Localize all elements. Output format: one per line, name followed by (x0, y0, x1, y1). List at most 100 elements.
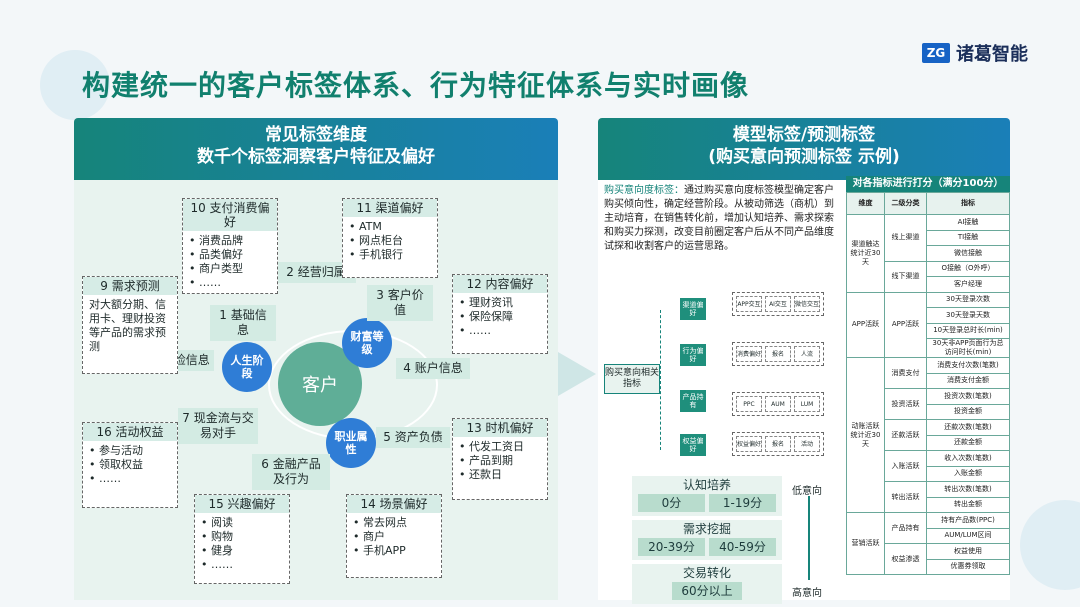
table-cell: 消费支付次数(笔数) (926, 357, 1010, 374)
table-row: 入账活跃收入次数(笔数) (847, 450, 1010, 482)
left-header-line1: 常见标签维度 (265, 125, 367, 145)
table-header: 二级分类 (884, 192, 927, 215)
intent-axis (808, 496, 810, 580)
tag-financial-products: 6 金融产品及行为 (252, 454, 330, 490)
brand-logo: ZG 诸葛智能 (922, 40, 1028, 66)
description-label: 购买意向度标签： (604, 185, 684, 196)
table-cell: TI接触 (926, 229, 1010, 246)
right-header-line2: (购买意向预测标签 示例) (708, 147, 900, 167)
table-cell: 还款活跃 (884, 419, 927, 451)
list-item: 还款日 (459, 468, 541, 482)
left-panel-header: 常见标签维度 数千个标签洞察客户特征及偏好 (74, 118, 558, 180)
wealth-level-circle: 财富等级 (342, 318, 392, 368)
list-item: 保险保障 (459, 310, 541, 324)
stage-title: 认知培养 (632, 476, 782, 494)
flow-connector (660, 310, 662, 450)
tag-basic-info: 1 基础信息 (210, 305, 276, 341)
table-cell: 30天登录次数 (926, 291, 1010, 308)
table-cell: 投资金额 (926, 403, 1010, 420)
list-item: 理财资讯 (459, 296, 541, 310)
scoring-table: 对各指标进行打分（满分100分） 维度 二级分类 指标 渠道触达统计近30天线上… (846, 176, 1010, 575)
arrow-right-icon (558, 352, 596, 396)
flow-leaf: 消费偏好 (736, 346, 762, 362)
flow-leaf: 人流 (794, 346, 820, 362)
right-header-line1: 模型标签/预测标签 (732, 125, 876, 145)
flow-node-channel: 渠道偏好 (680, 298, 706, 320)
tag-assets-liabilities: 5 资产负债 (376, 427, 450, 448)
flow-group-benefit: 权益偏好报名活动 (732, 432, 824, 456)
table-cell: 权益渗透 (884, 543, 927, 575)
list-item: 产品到期 (459, 454, 541, 468)
page-title: 构建统一的客户标签体系、行为特征体系与实时画像 (82, 69, 750, 102)
flow-leaf: 报名 (765, 436, 791, 452)
list-item: 健身 (201, 544, 283, 558)
score-range: 1-19分 (709, 494, 776, 512)
occupation-circle: 职业属性 (326, 418, 376, 468)
table-cell: 动账活跃统计近30天 (846, 357, 885, 513)
table-cell: 线下渠道 (884, 260, 927, 293)
left-header-line2: 数千个标签洞察客户特征及偏好 (197, 147, 435, 167)
table-cell: 10天登录总时长(min) (926, 322, 1010, 339)
table-cell: 客户经理 (926, 276, 1010, 293)
box-channel-preference: 11 渠道偏好 ATM网点柜台手机银行 (342, 198, 438, 278)
table-row: 营销活跃产品持有持有产品数(PPC) (846, 512, 1010, 575)
flow-group-behavior: 消费偏好报名人流 (732, 342, 824, 366)
list-item: 消费品牌 (189, 234, 271, 248)
list-item: 手机银行 (349, 248, 431, 262)
box-scene-preference: 14 场景偏好 常去网点商户手机APP (346, 494, 442, 578)
flow-leaf: AI交互 (765, 296, 791, 312)
list-item: …… (459, 324, 541, 338)
table-row: 转出活跃转出次数(笔数) (847, 481, 1010, 513)
table-row: 10天登录总时长(min) (847, 322, 1010, 339)
right-panel-header: 模型标签/预测标签 (购买意向预测标签 示例) (598, 118, 1010, 180)
table-row: 投资活跃投资次数(笔数) (847, 388, 1010, 420)
box-timing-preference: 13 时机偏好 代发工资日产品到期还款日 (452, 418, 548, 500)
table-header: 指标 (926, 192, 1010, 215)
score-range: 40-59分 (709, 538, 776, 556)
logo-text: 诸葛智能 (956, 44, 1028, 65)
list-item: …… (201, 558, 283, 572)
list-item: 常去网点 (353, 516, 435, 530)
box-activity-benefits: 16 活动权益 参与活动领取权益…… (82, 422, 178, 508)
intent-description: 购买意向度标签：通过购买意向度标签模型确定客户购买倾向性，确定经营阶段。从被动筛… (604, 184, 840, 254)
table-cell: 收入次数(笔数) (926, 450, 1010, 467)
flow-node-product: 产品持有 (680, 390, 706, 412)
table-cell: 营销活跃 (846, 512, 885, 575)
flow-leaf: 微信交互 (794, 296, 820, 312)
box-content-preference: 12 内容偏好 理财资讯保险保障…… (452, 274, 548, 354)
flow-leaf: 权益偏好 (736, 436, 762, 452)
table-cell: O接触（O外呼） (926, 260, 1010, 277)
table-cell: 30天登录天数 (926, 307, 1010, 324)
box-demand-forecast: 9 需求预测 对大额分期、信用卡、理财投资等产品的需求预测 (82, 276, 178, 374)
box-heading: 14 场景偏好 (347, 495, 441, 513)
table-cell: 入账活跃 (884, 450, 927, 482)
stage-title: 交易转化 (632, 564, 782, 582)
stage-title: 需求挖掘 (632, 520, 782, 538)
list-item: 商户类型 (189, 262, 271, 276)
list-item: …… (89, 472, 171, 486)
list-item: 商户 (353, 530, 435, 544)
table-title: 对各指标进行打分（满分100分） (846, 176, 1010, 192)
score-range: 60分以上 (672, 582, 742, 600)
box-heading: 9 需求预测 (83, 277, 177, 295)
table-cell: APP活跃 (884, 291, 927, 358)
table-cell: 线上渠道 (884, 214, 927, 262)
flow-node-behavior: 行为偏好 (680, 344, 706, 366)
score-range: 20-39分 (638, 538, 705, 556)
table-cell: 渠道触达统计近30天 (846, 214, 885, 293)
table-cell: 投资次数(笔数) (926, 388, 1010, 405)
high-intent-label: 高意向 (792, 588, 822, 599)
table-cell: AUM/LUM区间 (926, 527, 1010, 544)
table-cell: 优惠券领取 (926, 558, 1010, 575)
box-heading: 12 内容偏好 (453, 275, 547, 293)
box-heading: 10 支付消费偏好 (183, 199, 277, 231)
table-cell: 还款次数(笔数) (926, 419, 1010, 436)
list-item: …… (189, 276, 271, 290)
table-row: 权益渗透权益使用 (847, 543, 1010, 575)
description-text: 通过购买意向度标签模型确定客户购买倾向性，确定经营阶段。从被动筛选（商机）到主动… (604, 185, 834, 252)
table-cell: 权益使用 (926, 543, 1010, 560)
